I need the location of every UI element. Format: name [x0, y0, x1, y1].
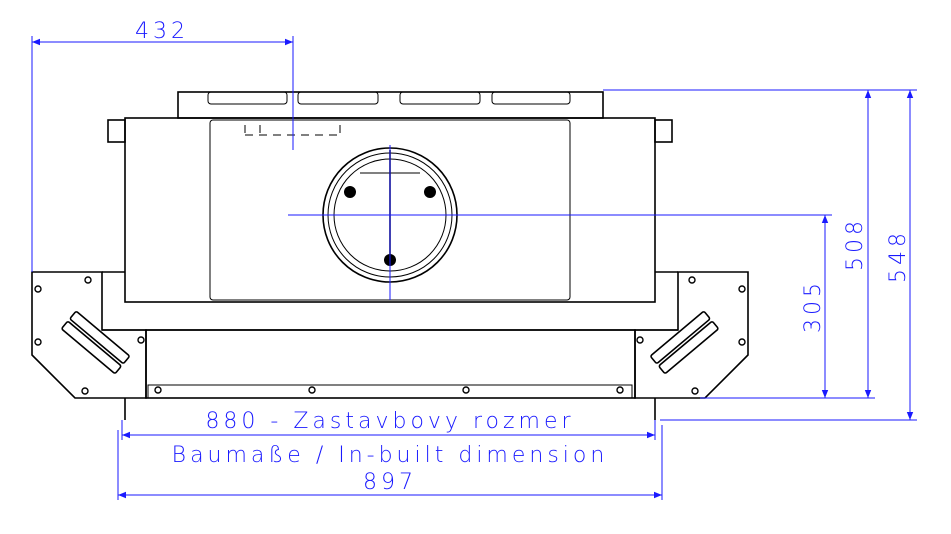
left-knob: [107, 119, 126, 143]
screw-holes: [34, 276, 746, 395]
hidden-lines: [244, 125, 341, 136]
lower-body: [145, 329, 636, 399]
dim-880-text: 880 - Zastavbovy rozmer: [205, 409, 574, 434]
right-knob: [654, 119, 673, 143]
left-hinge: [61, 311, 130, 374]
dim-inbuilt-text: Baumaße / In-built dimension: [172, 443, 609, 468]
top-lid: [177, 91, 604, 119]
dimension-lines: [31, 36, 917, 500]
dim-432-text: 432: [135, 19, 189, 44]
upper-body: [124, 117, 656, 303]
dim-305-text: 305: [801, 279, 826, 333]
dim-508-text: 508: [843, 217, 868, 271]
bottom-strip: [147, 384, 633, 399]
dim-897-text: 897: [363, 470, 417, 495]
dim-548-text: 548: [886, 229, 911, 283]
right-hinge: [650, 311, 719, 374]
feet: [124, 398, 656, 420]
lid-slots: [207, 91, 571, 105]
